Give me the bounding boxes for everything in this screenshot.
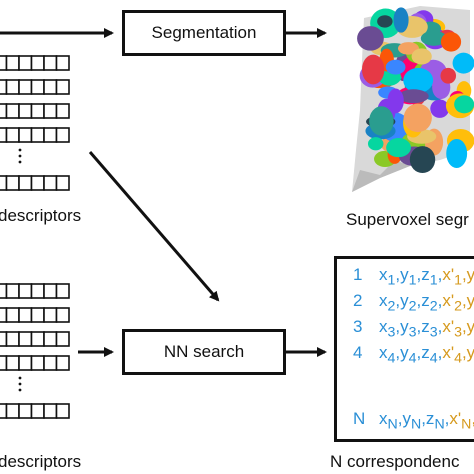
supervoxel-patch	[440, 67, 457, 84]
supervoxel-patch	[409, 146, 436, 174]
correspondence-coordinates: x4,y4,z4,x'4,y	[379, 343, 474, 367]
supervoxel-patch	[403, 67, 434, 93]
descriptors-label-top: descriptors	[0, 206, 82, 225]
ellipsis-dot	[18, 154, 22, 158]
descriptor-vector	[0, 127, 70, 143]
correspondence-coordinates: x2,y2,z2,x'2,y	[379, 291, 474, 315]
correspondence-coordinates: xN,yN,zN,x'N,y	[379, 409, 474, 433]
supervoxel-patch	[420, 30, 447, 46]
segmentation-label: Segmentation	[151, 23, 257, 42]
descriptor-vector	[0, 55, 70, 71]
correspondence-index: 4	[353, 343, 363, 362]
correspondence-coordinates: x1,y1,z1,x'1,y	[379, 265, 474, 289]
descriptor-vector	[0, 307, 70, 323]
supervoxel-patch	[357, 26, 384, 51]
supervoxel-patch	[411, 48, 432, 65]
correspondences-label: N correspondenc	[330, 452, 460, 471]
ellipsis-dot	[18, 376, 22, 380]
supervoxel-patch	[367, 137, 384, 151]
correspondences-table: 1 x1,y1,z1,x'1,y 2 x2,y2,z2,x'2,y 3 x3,y3,z3,…	[334, 256, 474, 442]
supervoxel-patch	[369, 106, 394, 136]
descriptor-vector	[0, 79, 70, 95]
ellipsis-dot	[18, 382, 22, 386]
supervoxel-patch	[430, 99, 450, 118]
correspondence-index: N	[353, 409, 366, 428]
ellipsis-dot	[18, 148, 22, 152]
descriptor-vector	[0, 103, 70, 119]
supervoxel-patch	[377, 15, 393, 28]
correspondence-index: 1	[353, 265, 363, 284]
supervoxel-patch	[446, 138, 468, 168]
descriptor-vector	[0, 331, 70, 347]
supervoxel-patch	[454, 95, 474, 114]
correspondence-index: 2	[353, 291, 363, 310]
descriptor-vector	[0, 175, 70, 191]
supervoxel-patch	[393, 7, 409, 33]
correspondence-index: 3	[353, 317, 363, 336]
descriptor-vector	[0, 355, 70, 371]
descriptor-stack-bottom	[0, 283, 70, 419]
descriptor-vector	[0, 403, 70, 419]
supervoxel-segmentation-label: Supervoxel segr	[346, 210, 469, 229]
ellipsis-dot	[18, 388, 22, 392]
supervoxel-patch	[403, 103, 432, 133]
supervoxel-patch	[387, 88, 404, 114]
supervoxel-patch	[440, 32, 462, 52]
nn-search-box: NN search	[122, 329, 286, 375]
descriptors-label-bottom: descriptors	[0, 452, 82, 471]
nn-search-label: NN search	[163, 342, 245, 361]
supervoxel-patch	[386, 138, 411, 158]
correspondence-coordinates: x3,y3,z3,x'3,y	[379, 317, 474, 341]
ellipsis-dot	[18, 160, 22, 164]
supervoxel-segmentation-image	[352, 6, 474, 192]
descriptor-stack-top	[0, 55, 70, 191]
descriptor-vector	[0, 283, 70, 299]
supervoxel-patch	[398, 89, 429, 104]
supervoxel-patch	[452, 52, 474, 74]
supervoxel-patch	[361, 54, 385, 85]
supervoxel-patch	[385, 59, 406, 75]
segmentation-box: Segmentation	[122, 10, 286, 56]
arrow-diagonal-to-nn-search	[88, 151, 220, 302]
